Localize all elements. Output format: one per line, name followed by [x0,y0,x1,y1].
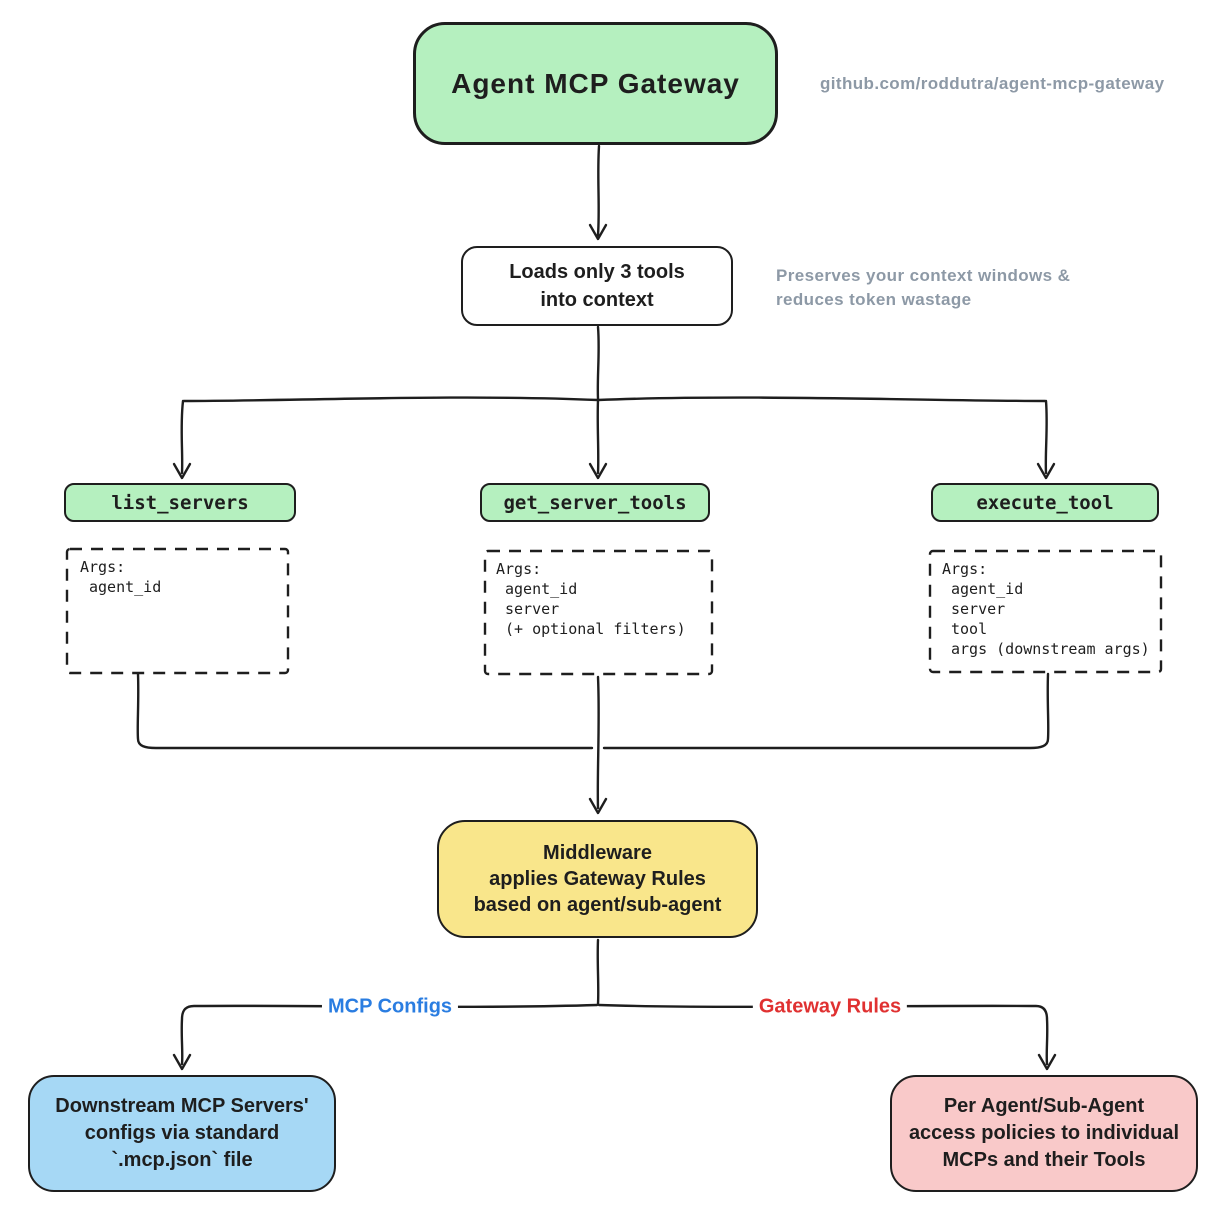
args-get-server-tools: Args: agent_id server (+ optional filter… [496,559,686,639]
context-note-line-1: Preserves your context windows & [776,266,1071,285]
node-execute-tool: execute_tool [931,483,1159,522]
node-get-server-tools: get_server_tools [480,483,710,522]
arg-item: agent_id [951,580,1024,598]
edge-label-gateway-rules: Gateway Rules [752,995,908,1019]
node-agent-mcp-gateway: Agent MCP Gateway [413,22,778,145]
node-title-label: Agent MCP Gateway [451,67,740,99]
edge-center-to-middleware [588,675,608,815]
arg-item: agent_id [89,578,162,596]
args-box-get-server-tools [483,549,714,676]
edge-label-mcp-configs: MCP Configs [321,995,459,1019]
context-window-note: Preserves your context windows & reduces… [776,264,1070,312]
arg-item: args (downstream args) [951,640,1150,658]
configs-line-2: configs via standard [84,1122,280,1144]
node-downstream-configs: Downstream MCP Servers' configs via stan… [28,1075,336,1192]
args-box-execute-tool [928,549,1163,674]
policies-line-3: MCPs and their Tools [942,1149,1146,1171]
edge-left-args-merge [136,672,594,750]
edge-bottom-left [172,1003,599,1071]
edge-bottom-right [597,1003,1057,1071]
configs-line-1: Downstream MCP Servers' [55,1095,309,1117]
edge-right-args-merge [602,672,1050,750]
edge-split-horizontal-right [596,396,1047,403]
policies-line-1: Per Agent/Sub-Agent [943,1095,1145,1117]
arg-item: (+ optional filters) [505,620,686,638]
loads-line-1: Loads only 3 tools [509,261,685,283]
edge-loads-to-split [596,325,600,401]
args-title: Args: [942,560,988,578]
edge-split-left-down [172,399,192,480]
arg-item: server [951,600,1006,618]
policies-line-2: access policies to individual [908,1122,1180,1144]
node-access-policies: Per Agent/Sub-Agent access policies to i… [890,1075,1198,1192]
middleware-line-2: applies Gateway Rules [489,868,706,890]
args-title: Args: [496,560,542,578]
middleware-line-3: based on agent/sub-agent [473,894,722,916]
edge-middleware-down [596,938,600,1006]
repo-link-note: github.com/roddutra/agent-mcp-gateway [820,74,1165,93]
arg-item: server [505,600,560,618]
tool-name-execute-tool: execute_tool [976,491,1114,514]
arg-item: agent_id [505,580,578,598]
tool-name-list-servers: list_servers [111,491,249,514]
node-loads-tools: Loads only 3 tools into context [461,246,733,326]
edge-gateway-to-loads [588,144,608,241]
args-execute-tool: Args: agent_id server tool args (downstr… [942,559,1150,659]
args-box-list-servers [65,547,290,675]
tool-name-get-server-tools: get_server_tools [503,491,687,514]
edge-split-horizontal-left [182,396,600,403]
args-title: Args: [80,558,126,576]
edge-split-right-down [1036,399,1056,480]
middleware-line-1: Middleware [543,842,652,864]
args-list-servers: Args: agent_id [80,557,161,597]
node-list-servers: list_servers [64,483,296,522]
loads-line-2: into context [540,289,654,311]
edge-split-center-down [588,398,608,480]
arg-item: tool [951,620,988,638]
configs-line-3: `.mcp.json` file [111,1149,253,1171]
context-note-line-2: reduces token wastage [776,290,972,309]
node-middleware: Middleware applies Gateway Rules based o… [437,820,758,938]
